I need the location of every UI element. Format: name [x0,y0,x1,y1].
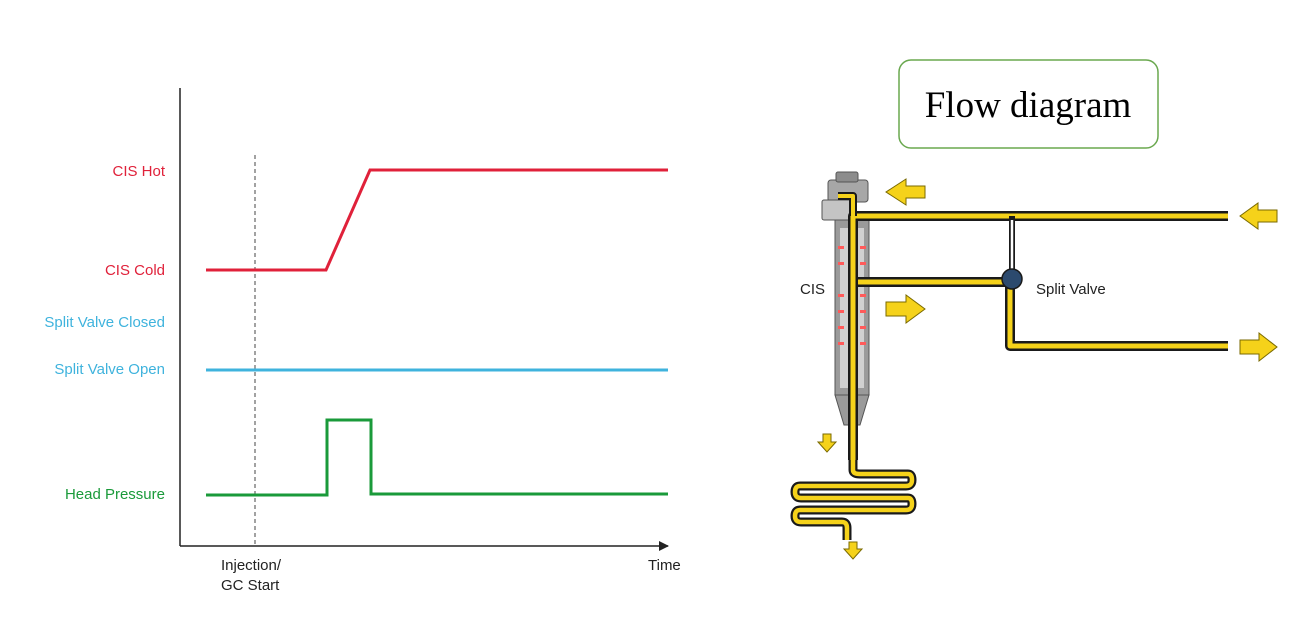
injection-marker-label: Injection/ [221,557,282,574]
signal-label-cis-hot: CIS Hot [112,163,165,180]
signal-label-split-valve-closed: Split Valve Closed [44,314,165,331]
cis-temperature-trace [206,168,668,272]
flow-diagram: Flow diagram CIS [790,59,1278,560]
flow-diagram-title: Flow diagram [925,85,1132,126]
cis-injector [821,171,870,426]
flow-arrow-liner-right-icon [885,294,926,324]
timing-chart: Time Injection/ GC Start CIS Hot CIS Col… [44,88,681,594]
flow-arrow-carrier-in-icon [1239,202,1278,230]
split-valve-label: Split Valve [1036,281,1106,298]
flow-arrow-septum-purge-icon [885,178,926,206]
signal-label-split-valve-open: Split Valve Open [54,361,165,378]
signal-label-head-pressure: Head Pressure [65,486,165,503]
flow-arrow-down-icon [816,433,838,453]
gc-start-label: GC Start [221,577,280,594]
flow-diagram-title-box [898,59,1159,149]
x-axis-label: Time [648,557,681,574]
head-pressure-trace [206,418,668,497]
gas-flow-pipes [790,192,1228,540]
split-valve-icon [1001,268,1023,290]
flow-arrow-column-out-icon [842,541,864,560]
flow-arrow-split-out-icon [1239,331,1278,363]
cis-label: CIS [800,281,825,298]
heater-coil-icon [838,246,866,345]
signal-label-cis-cold: CIS Cold [105,262,165,279]
